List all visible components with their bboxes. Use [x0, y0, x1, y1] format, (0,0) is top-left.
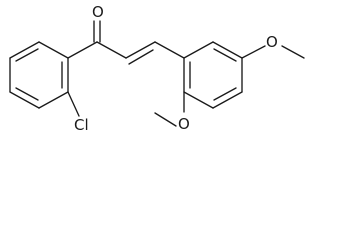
bond — [183, 91, 214, 109]
dimethoxyphenyl-ring — [183, 41, 243, 109]
bond — [183, 41, 214, 59]
bond — [9, 91, 40, 109]
alkene-double-bond — [128, 49, 154, 65]
chlorine-label: Cl — [74, 116, 89, 134]
methoxy-oxygen-bottom-label: O — [178, 115, 190, 133]
bond — [38, 41, 69, 59]
ring-carbonyl-bond — [67, 41, 98, 59]
aromatic-double-bond — [213, 87, 237, 101]
aromatic-double-bond — [213, 48, 237, 62]
bond — [212, 41, 243, 59]
methoxy-oxygen-right-label: O — [266, 33, 278, 51]
alkene-bond — [125, 41, 156, 59]
oxygen-methyl-bond — [154, 112, 177, 127]
carbonyl-alpha-bond — [96, 41, 127, 59]
oxygen-methyl-bond — [281, 45, 305, 59]
bond — [9, 41, 40, 59]
ring-oxygen-bond — [241, 45, 266, 59]
bond — [212, 91, 243, 109]
chlorophenyl-ring — [9, 41, 69, 109]
carbon-chlorine-bond — [67, 91, 80, 117]
chemical-structure-diagram: Cl O O O — [9, 3, 305, 134]
aromatic-double-bond — [15, 87, 39, 101]
aromatic-double-bond — [15, 48, 39, 62]
bond — [38, 91, 69, 109]
carbonyl-oxygen-label: O — [92, 3, 104, 21]
vinyl-ring-bond — [154, 41, 185, 59]
